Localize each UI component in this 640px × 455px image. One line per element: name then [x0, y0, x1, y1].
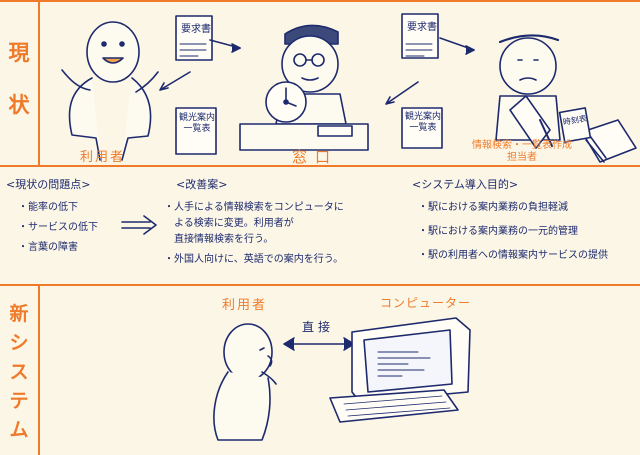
- divider-left-top: [38, 0, 40, 166]
- improvements-heading: <改善案>: [176, 178, 228, 191]
- improvement-arrow: [121, 215, 157, 235]
- user-figure-bottom: [213, 323, 277, 441]
- section-label-char: シ: [9, 332, 29, 354]
- improvement-item: よる検索に変更。利用者が: [174, 218, 294, 229]
- divider-left-bottom: [38, 285, 40, 455]
- guide-doc-label-1: 観光案内 一覧表: [179, 113, 215, 135]
- staff-figure: [495, 34, 561, 149]
- section-label-char: 新: [9, 303, 29, 325]
- improvement-item: ・人手による情報検索をコンピュータに: [164, 202, 344, 213]
- arrow-guide-1: [159, 71, 191, 91]
- arrow-guide-2: [385, 81, 419, 105]
- problem-item: ・サービスの低下: [18, 222, 98, 233]
- section-label-char: テ: [9, 390, 29, 412]
- computer-icon: [329, 317, 471, 423]
- problems-heading: <現状の問題点>: [6, 178, 91, 191]
- problem-item: ・能率の低下: [18, 202, 78, 213]
- section-label-char: 現: [8, 41, 30, 65]
- guide-document-1: [175, 107, 217, 155]
- section-label-char: ム: [9, 419, 29, 441]
- computer-caption: コンピューター: [380, 296, 472, 310]
- guide-doc-label-2: 観光案内 一覧表: [405, 112, 441, 134]
- direct-link-arrow: [283, 337, 355, 351]
- arrowhead: [465, 45, 475, 55]
- purpose-item: ・駅の利用者への情報案内サービスの提供: [418, 250, 608, 261]
- guide-doc-line: 観光案内: [179, 113, 216, 123]
- problem-item: ・言葉の障害: [18, 242, 78, 253]
- purpose-heading: <システム導入目的>: [412, 178, 519, 191]
- counter-caption: 窓口: [292, 148, 339, 166]
- divider-top: [0, 0, 640, 2]
- request-doc-label-1: 要求書: [181, 24, 211, 35]
- section-label-char: ス: [9, 361, 29, 383]
- user-caption-bottom: 利用者: [222, 298, 268, 313]
- divider-middle-top: [0, 165, 640, 167]
- section-label-char: 状: [8, 93, 30, 117]
- improvement-item: ・外国人向けに、英語での案内を行う。: [164, 254, 344, 265]
- user-caption-top: 利用者: [80, 150, 126, 165]
- staff-caption: 情報検索・一覧表作成 担当者: [462, 140, 582, 164]
- request-doc-label-2: 要求書: [407, 22, 437, 33]
- request-document-2: [401, 13, 439, 59]
- arrowhead: [231, 43, 241, 53]
- clock-icon: [265, 81, 307, 123]
- staff-caption-line: 情報検索・一覧表作成: [472, 140, 572, 151]
- staff-caption-line: 担当者: [507, 152, 537, 163]
- guide-doc-line: 一覧表: [409, 123, 437, 133]
- purpose-item: ・駅における案内業務の負担軽減: [418, 202, 568, 213]
- purpose-item: ・駅における案内業務の一元的管理: [418, 226, 578, 237]
- request-document-1: [175, 15, 213, 61]
- improvement-item: 直接情報検索を行う。: [174, 234, 274, 245]
- book-icon: [581, 119, 637, 163]
- section-label-current: 現 状: [4, 38, 34, 120]
- guide-doc-line: 観光案内: [405, 112, 442, 122]
- divider-middle-bottom: [0, 284, 640, 286]
- section-label-new: 新 シ ス テ ム: [4, 300, 34, 445]
- timetable-card: [558, 107, 592, 143]
- direct-link-caption: 直接: [302, 320, 335, 334]
- user-figure-top: [61, 21, 159, 161]
- guide-doc-line: 一覧表: [183, 124, 211, 134]
- desk-nameplate: [317, 125, 353, 137]
- guide-document-2: [401, 107, 443, 149]
